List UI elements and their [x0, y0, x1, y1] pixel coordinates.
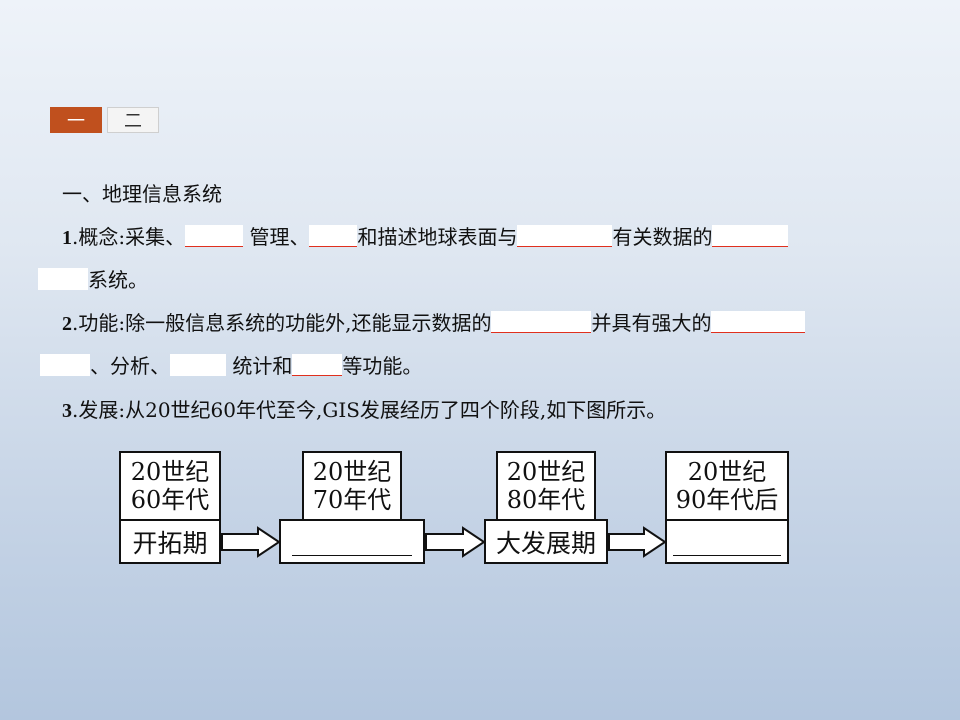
answer-blank-6-continued[interactable] [40, 354, 90, 376]
arrow-right-icon [221, 526, 281, 558]
arrow-right-icon [608, 526, 667, 558]
answer-blank-4[interactable] [712, 225, 789, 247]
paragraph-1-line-2: 系统。 [38, 266, 148, 294]
tab-section-1[interactable]: 一 [50, 107, 102, 133]
phase-answer-slot-1[interactable] [292, 529, 412, 556]
era-box-1980s: 20世纪 80年代 [496, 451, 596, 521]
paragraph-number: 1 [62, 227, 72, 249]
answer-blank-8[interactable] [292, 354, 343, 376]
phase-box-blank-1[interactable] [279, 519, 425, 564]
answer-blank-3[interactable] [517, 225, 613, 247]
tab-section-2[interactable]: 二 [107, 107, 159, 133]
era-box-1990s-later: 20世纪 90年代后 [665, 451, 789, 521]
answer-blank-6[interactable] [711, 311, 806, 333]
phase-answer-slot-2[interactable] [673, 529, 781, 556]
answer-blank-5[interactable] [491, 311, 592, 333]
paragraph-2-line-1: 2.功能:除一般信息系统的功能外,还能显示数据的并具有强大的 [62, 309, 806, 338]
paragraph-2-line-2: 、分析、 统计和等功能。 [40, 352, 422, 380]
arrow-right-icon [425, 526, 486, 558]
paragraph-number: 3 [62, 400, 72, 422]
answer-blank-1[interactable] [185, 225, 244, 247]
era-box-1960s: 20世纪 60年代 [119, 451, 221, 521]
answer-blank-4-continued[interactable] [38, 268, 88, 290]
phase-box-pioneering: 开拓期 [119, 519, 221, 564]
era-box-1970s: 20世纪 70年代 [302, 451, 402, 521]
paragraph-1-line-1: 1.概念:采集、 管理、和描述地球表面与有关数据的 [62, 223, 789, 252]
answer-blank-7[interactable] [170, 354, 226, 376]
phase-box-blank-2[interactable] [665, 519, 789, 564]
section-heading: 一、地理信息系统 [62, 182, 222, 206]
tab-bar: 一 二 [50, 107, 159, 133]
answer-blank-2[interactable] [309, 225, 358, 247]
phase-box-great-development: 大发展期 [484, 519, 608, 564]
paragraph-3: 3.发展:从20世纪60年代至今,GIS发展经历了四个阶段,如下图所示。 [62, 398, 667, 422]
paragraph-number: 2 [62, 313, 72, 335]
